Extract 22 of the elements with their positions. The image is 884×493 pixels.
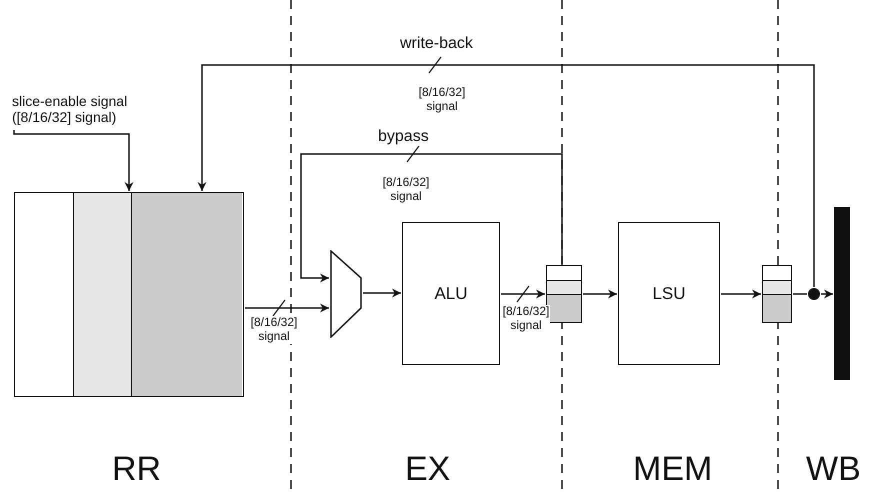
arrow bbox=[501, 290, 545, 298]
arrow bbox=[198, 64, 815, 287]
lsu-box bbox=[618, 222, 720, 365]
edge-label: [8/16/32] signal bbox=[250, 316, 298, 344]
arrow bbox=[300, 153, 563, 282]
multiplexer bbox=[330, 250, 362, 338]
arrow bbox=[245, 304, 329, 312]
pipeline-register bbox=[762, 265, 792, 323]
arrow bbox=[721, 290, 761, 298]
junction-dot bbox=[808, 288, 820, 300]
register-bar bbox=[834, 207, 850, 380]
alu-box bbox=[402, 222, 500, 365]
register-file bbox=[14, 192, 244, 397]
unit-label: ALU bbox=[434, 284, 468, 304]
arrow bbox=[363, 288, 401, 298]
arrow bbox=[821, 290, 833, 298]
signal-label: slice-enable signal ([8/16/32] signal) bbox=[12, 93, 172, 129]
arrow bbox=[13, 130, 134, 191]
edge-label: bypass bbox=[378, 128, 429, 146]
arrow bbox=[583, 290, 617, 298]
unit-label: LSU bbox=[652, 284, 686, 304]
edge-label: [8/16/32] signal bbox=[502, 305, 550, 333]
